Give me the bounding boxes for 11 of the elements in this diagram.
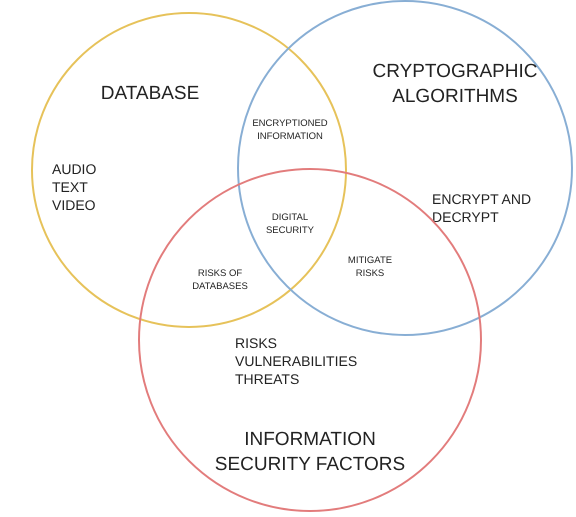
circle-title: CRYPTOGRAPHIC ALGORITHMS [371,60,539,109]
circle-title: DATABASE [100,82,200,106]
circle-text: AUDIO TEXT VIDEO [52,160,96,215]
circle-text: ENCRYPT AND DECRYPT [432,190,532,226]
venn-circle [31,12,347,328]
overlap-label: DIGITAL SECURITY [264,212,316,238]
overlap-label: MITIGATE RISKS [346,255,394,281]
overlap-label: RISKS OF DATABASES [191,268,249,294]
overlap-label: ENCRYPTIONED INFORMATION [251,118,329,144]
circle-title: INFORMATION SECURITY FACTORS [214,428,406,477]
circle-text: RISKS VULNERABILITIES THREATS [235,334,358,389]
